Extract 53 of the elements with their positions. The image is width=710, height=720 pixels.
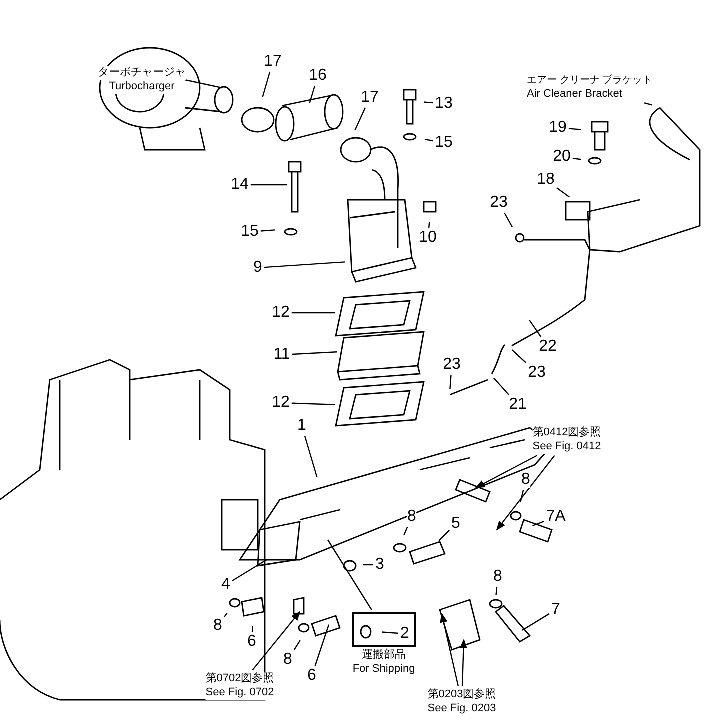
reference-note: 第0412図参照 xyxy=(532,426,602,440)
reference-arrow xyxy=(460,639,468,686)
leader-line xyxy=(304,436,318,478)
leader-line xyxy=(496,586,498,596)
reference-note: 第0203図参照 xyxy=(428,688,496,702)
part-label: Turbocharger xyxy=(109,80,175,94)
leader-line xyxy=(328,540,372,610)
box-caption: For Shipping xyxy=(352,662,416,676)
leader-line xyxy=(260,230,276,232)
leader-line xyxy=(309,86,316,104)
leader-line xyxy=(512,350,527,364)
leader-line xyxy=(450,374,452,390)
leader-line xyxy=(294,640,301,650)
callout-number: 8 xyxy=(522,472,530,488)
reference-note: See Fig. 0412 xyxy=(532,440,602,454)
part-label: ターボチャージャ xyxy=(98,66,186,80)
leader-line xyxy=(314,624,330,666)
leader-line xyxy=(438,530,450,542)
leader-line xyxy=(424,102,434,104)
leader-line xyxy=(292,402,336,406)
leader-line xyxy=(529,320,542,338)
reference-arrow xyxy=(440,613,459,686)
leader-line xyxy=(568,128,582,130)
leader-line xyxy=(556,187,570,198)
leader-line xyxy=(504,212,514,228)
leader-line xyxy=(232,559,268,582)
leader-line xyxy=(292,352,338,356)
leader-line xyxy=(572,158,582,160)
reference-note: 第0702図参照 xyxy=(206,672,274,686)
leader-line xyxy=(363,564,374,566)
leader-line xyxy=(404,526,408,536)
leader-line xyxy=(428,222,430,228)
leader-line xyxy=(354,108,366,131)
leader-line xyxy=(494,378,510,396)
leader-line xyxy=(252,626,254,632)
leader-line xyxy=(532,520,544,526)
leader-line xyxy=(292,312,335,314)
reference-arrow xyxy=(475,455,538,489)
leader-line xyxy=(424,138,434,142)
leader-line xyxy=(644,102,652,106)
leader-line xyxy=(520,490,524,502)
box-caption: 運搬部品 xyxy=(362,649,406,663)
leader-line xyxy=(250,184,287,186)
leader-line xyxy=(522,613,550,631)
leader-line xyxy=(262,72,271,98)
part-label: エアー クリーナ ブラケット xyxy=(527,74,653,88)
reference-arrow xyxy=(252,611,301,671)
reference-note: See Fig. 0702 xyxy=(206,686,274,700)
leader-line xyxy=(264,262,346,268)
leader-line xyxy=(224,613,228,618)
reference-arrow xyxy=(496,455,556,531)
leader-line xyxy=(382,632,399,634)
reference-note: See Fig. 0203 xyxy=(428,702,496,716)
